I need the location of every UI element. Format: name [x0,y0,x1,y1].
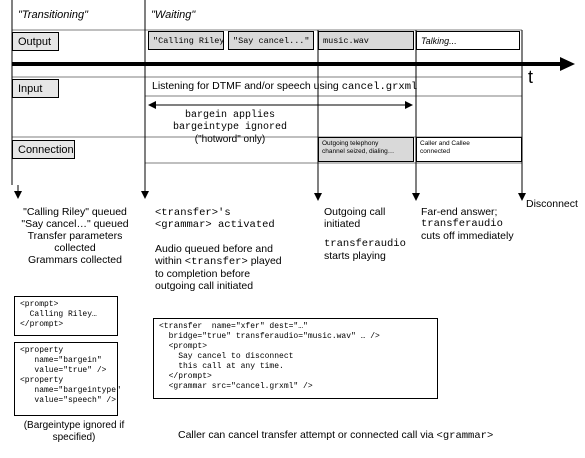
input-grammar-file: cancel.grxml [341,81,418,93]
bargein-range-arrow-start [148,101,156,109]
output-cell-talking: Talking... [416,31,520,50]
bargein-note: bargein applies bargeintype ignored ("ho… [160,110,300,146]
event-col4-line1: Far-end answer; [421,206,498,218]
bargeintype-note-line2: specified) [52,432,96,443]
event-col2-audio-line4: outgoing call initiated [155,280,254,292]
output-cell-music-wav: music.wav [318,31,414,50]
event-col4-line2: transferaudio [421,218,503,230]
event-col2-audio-line2b: <transfer> [184,256,248,268]
bargein-note-line2: bargeintype ignored [172,122,288,133]
phase-label-transitioning: "Transitioning" [18,9,88,21]
row-label-input: Input [12,79,59,98]
connection-seized-line2: channel seized, dialing… [322,148,395,155]
bargein-note-line1: bargein applies [184,110,275,121]
event-col3-line1: Outgoing call [324,206,386,218]
row-label-connection: Connection [12,140,75,159]
event-col2-transfer-suffix: 's [218,207,231,219]
event-col1-line5: Grammars collected [28,254,122,266]
event-col3-line2: initiated [324,218,361,230]
output-cell-say-cancel: "Say cancel..." [228,31,314,50]
timeline-arrowhead [560,57,575,71]
event-transitioning: "Calling Riley" queued "Say cancel…" que… [14,206,136,266]
event-col2-audio-line2c: played [247,255,282,267]
event-outgoing-call: Outgoing call initiated transferaudio st… [324,206,414,262]
event-col1-line1: "Calling Riley" queued [23,206,127,218]
event-col2-transfer-tag: <transfer> [155,207,219,219]
event-col2-audio-line2a: within [155,255,185,267]
connection-cell-connected: Caller and Callee connected [416,137,522,162]
bargeintype-note-line1: (Bargeintype ignored if [23,420,125,431]
event-col2-audio-line3: to completion before [155,268,251,280]
event-far-end-answer: Far-end answer; transferaudio cuts off i… [421,206,526,242]
phase-label-waiting: "Waiting" [151,9,196,21]
event-col4-line3: cuts off immediately [421,230,514,242]
connection-connected-line1: Caller and Callee [420,140,470,147]
event-col1-line3: Transfer parameters [27,230,123,242]
footer-note-text: Caller can cancel transfer attempt or co… [178,429,437,441]
event-col1-line2: "Say cancel…" queued [21,218,129,230]
connection-seized-line1: Outgoing telephony [322,140,379,147]
code-box-prompt: <prompt> Calling Riley… </prompt> [14,296,118,336]
time-axis-label: t [528,67,534,87]
code-box-property: <property name="bargein" value="true" />… [14,342,121,416]
event-waiting: <transfer>'s <grammar> activated Audio q… [155,206,315,292]
output-cell-calling-riley: "Calling Riley." [148,31,224,50]
input-listening-text: Listening for DTMF and/or speech using c… [152,80,417,93]
bargeintype-note: (Bargeintype ignored if specified) [14,420,134,444]
event-col3-line4: starts playing [324,250,386,262]
bargein-note-line3: ("hotword" only) [194,134,266,145]
event-col3-line3: transferaudio [324,238,406,250]
row-label-output: Output [12,32,59,51]
code-box-transfer: <transfer name="xfer" dest="…" bridge="t… [153,318,438,399]
footer-note: Caller can cancel transfer attempt or co… [178,429,493,442]
event-col1-line4: collected [54,242,96,254]
event-col2-audio-line1: Audio queued before and [155,243,273,255]
connection-cell-seized: Outgoing telephony channel seized, diali… [318,137,414,162]
event-disconnect: Disconnect [526,198,578,210]
footer-note-grammar: <grammar> [436,430,494,442]
event-col2-grammar-activated: <grammar> activated [155,219,275,231]
input-listening-prefix: Listening for DTMF and/or speech using [152,80,342,92]
connection-connected-line2: connected [420,148,450,155]
